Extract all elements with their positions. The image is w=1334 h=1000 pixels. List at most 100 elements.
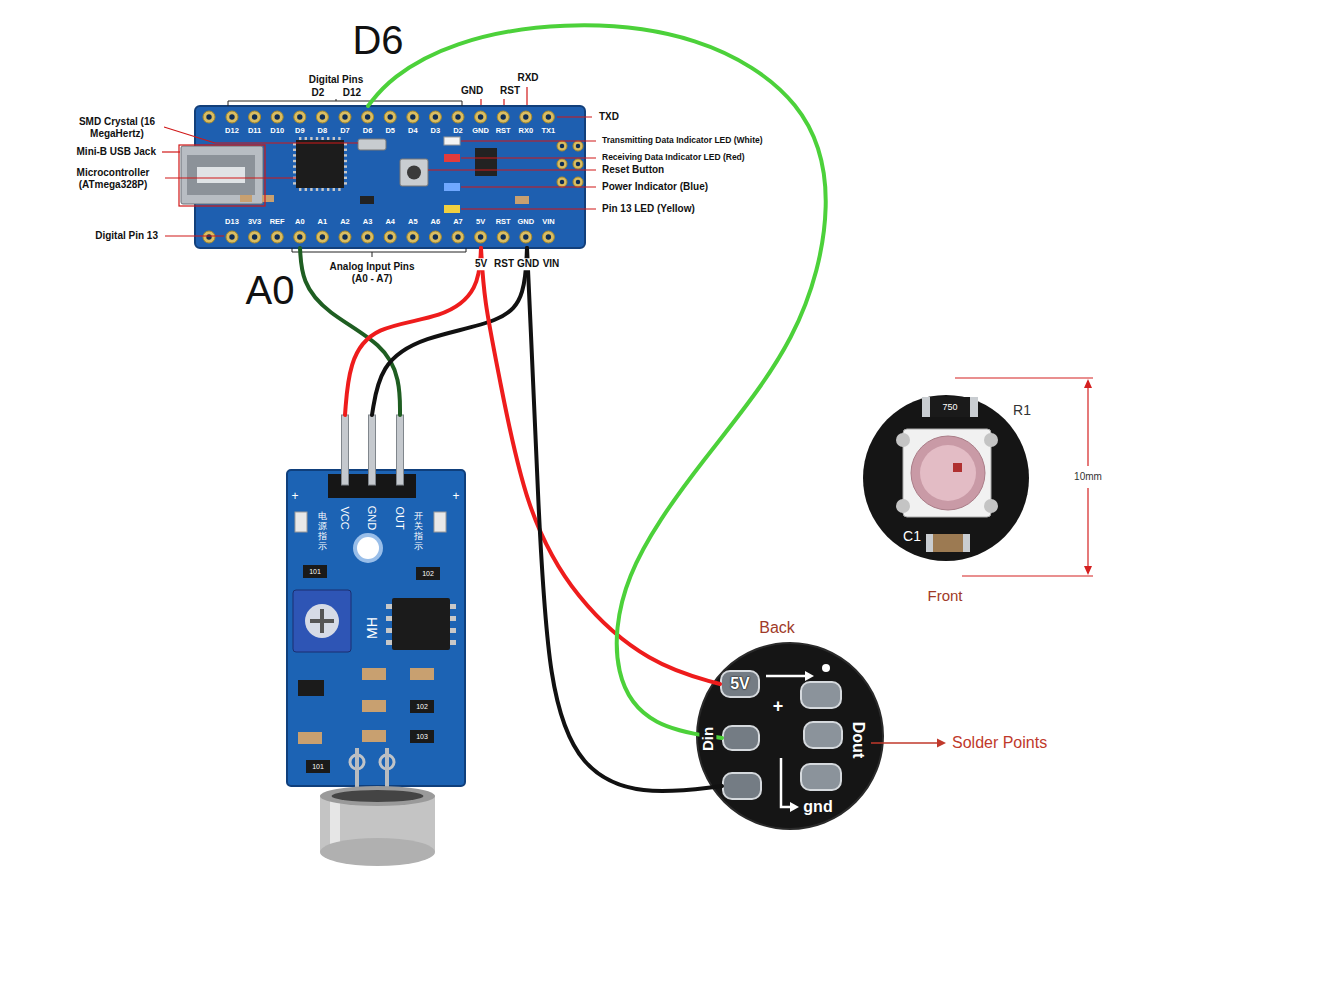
pin-label: A3 — [363, 218, 373, 227]
annotation: SMD Crystal (16 MegaHertz) — [70, 116, 164, 139]
leader-line — [461, 157, 596, 158]
arduino-nano-board-outline-part-part — [197, 167, 245, 183]
arduino-nano-board-outline-part-part — [293, 143, 296, 145]
arduino-nano-board-outline-part-part — [338, 137, 340, 140]
led-front-view-outline-part-part — [984, 499, 998, 513]
leader-line — [480, 99, 481, 105]
sound-sensor-module-outline-part — [287, 415, 465, 866]
pin-label: A6 — [431, 218, 441, 227]
arduino-nano-board-outline-part-part — [275, 234, 280, 239]
bracket — [336, 99, 337, 101]
arduino-nano-board-outline-part-part — [407, 231, 419, 243]
arduino-nano-board-outline-part-part — [501, 234, 506, 239]
arduino-nano-board-outline-part-part — [410, 114, 415, 119]
arduino-nano-board-outline-part-part — [226, 231, 238, 243]
resistor-code: 103 — [416, 732, 428, 740]
pin-name: Dout — [849, 722, 867, 758]
leader-line — [165, 235, 224, 236]
arduino-nano-board-outline-part-part — [400, 159, 428, 186]
arduino-nano-board-outline-part-part — [339, 111, 351, 123]
pin-label: VIN — [542, 218, 555, 227]
pin-label: RST — [496, 218, 511, 227]
sound-sensor-module-outline-part-part — [450, 616, 456, 621]
sound-sensor-module-outline-part-part — [450, 628, 456, 633]
led-front-view-outline-part-part — [903, 429, 991, 517]
arduino-nano-board-outline-part-part — [299, 188, 301, 191]
sound-sensor-module-outline-part-part — [410, 700, 434, 713]
arduino-nano-board-outline-part-part — [546, 114, 551, 119]
arduino-nano-board-outline-part-part — [523, 234, 528, 239]
pin-label: D3 — [431, 127, 441, 136]
arduino-nano-board-outline-part-part — [296, 140, 344, 188]
arduino-nano-board-outline-part-part — [560, 162, 565, 167]
pin-label: A1 — [318, 218, 328, 227]
sound-sensor-module-outline-part-part — [306, 760, 330, 773]
led-back-view-outline-part-part — [822, 664, 830, 672]
sound-sensor-module-outline-part-part — [386, 640, 392, 645]
arduino-nano-board-outline-part-part — [444, 137, 460, 145]
callout-arrow — [871, 742, 938, 744]
arduino-nano-board-outline-part-part — [475, 111, 487, 123]
arduino-nano-board-outline-part-part — [557, 159, 567, 169]
sound-sensor-module-outline-part-part — [357, 537, 379, 559]
sound-sensor-module-outline-part-part — [386, 616, 392, 621]
pin-label: A4 — [385, 218, 395, 227]
arduino-nano-board-outline-part-part — [252, 234, 257, 239]
arduino-nano-board-outline-part-part — [275, 114, 280, 119]
pin-name: VIN — [541, 258, 562, 270]
arduino-nano-board-outline-part-part — [475, 231, 487, 243]
pin-name: RXD — [515, 72, 540, 84]
arduino-nano-board-outline-part-part — [576, 180, 581, 185]
solder-pad-outline-part-part — [721, 671, 759, 697]
pin-label: A2 — [340, 218, 350, 227]
arduino-nano-board-outline-part-part — [573, 141, 583, 151]
arduino-nano-board-outline-part-part — [344, 154, 347, 156]
arduino-nano-board-outline-part-part — [523, 114, 528, 119]
led-back-view-outline-part-part — [801, 682, 841, 708]
arduino-nano-board-outline-part-part — [293, 171, 296, 173]
arduino-nano-board-outline-part-part — [576, 162, 581, 167]
indicator-label: 开关指示 — [414, 512, 423, 552]
led-front-view-outline-part-part — [953, 463, 962, 472]
pin-name: D2 — [310, 87, 327, 99]
arduino-nano-board-outline-part-part — [478, 234, 483, 239]
solder-pad: Din — [722, 725, 760, 751]
pin-label: 3V3 — [248, 218, 261, 227]
arduino-nano-board-outline-part-part — [576, 144, 581, 149]
arduino-nano-board-outline-part-part — [388, 234, 393, 239]
solder-pad: gnd — [722, 772, 762, 800]
arduino-nano-board-outline-part-part — [455, 114, 460, 119]
leader-line — [461, 208, 596, 209]
pin-name: GND — [515, 258, 541, 270]
arduino-nano-board-outline-part-part — [252, 114, 257, 119]
arduino-nano-board-outline-part-part — [316, 188, 318, 191]
pin-callout: A0 — [244, 267, 297, 313]
arduino-nano-board-outline-part-part — [342, 114, 347, 119]
dimension-line — [955, 377, 1093, 378]
arduino-nano-board-outline-part-part — [294, 111, 306, 123]
sound-sensor-module-outline-part-part — [392, 598, 450, 650]
arduino-nano-board-outline-part-part — [429, 231, 441, 243]
arduino-nano-board-outline-part-part — [294, 231, 306, 243]
pin-label: D9 — [295, 127, 305, 136]
sound-sensor-module-outline-part-part — [397, 415, 404, 485]
arduino-nano-board-outline-part-part — [501, 114, 506, 119]
led-front-view: 750R1C1 — [862, 392, 1034, 564]
highlight-frame — [179, 145, 265, 206]
polarity-sign: + — [291, 490, 298, 504]
view-title: Back — [759, 619, 795, 637]
arduino-nano-board-outline-part-part — [342, 234, 347, 239]
resistor-code: 102 — [416, 702, 428, 710]
led-back-view-outline-part — [697, 643, 883, 829]
annotation: Microcontroller (ATmega328P) — [61, 167, 165, 190]
wire — [481, 248, 720, 684]
arduino-nano-board-outline-part-part — [560, 144, 565, 149]
pin-label: TX1 — [542, 127, 556, 136]
arduino-nano-board-outline-part-part — [358, 139, 386, 150]
arduino-nano-board-outline-part-part — [316, 137, 318, 140]
pin-name: D12 — [341, 87, 363, 99]
sound-sensor-module-outline-part-part — [410, 668, 434, 680]
arduino-nano-board-outline-part-part — [249, 231, 261, 243]
dimension-line — [1087, 488, 1088, 573]
annotation: Pin 13 LED (Yellow) — [600, 203, 697, 215]
